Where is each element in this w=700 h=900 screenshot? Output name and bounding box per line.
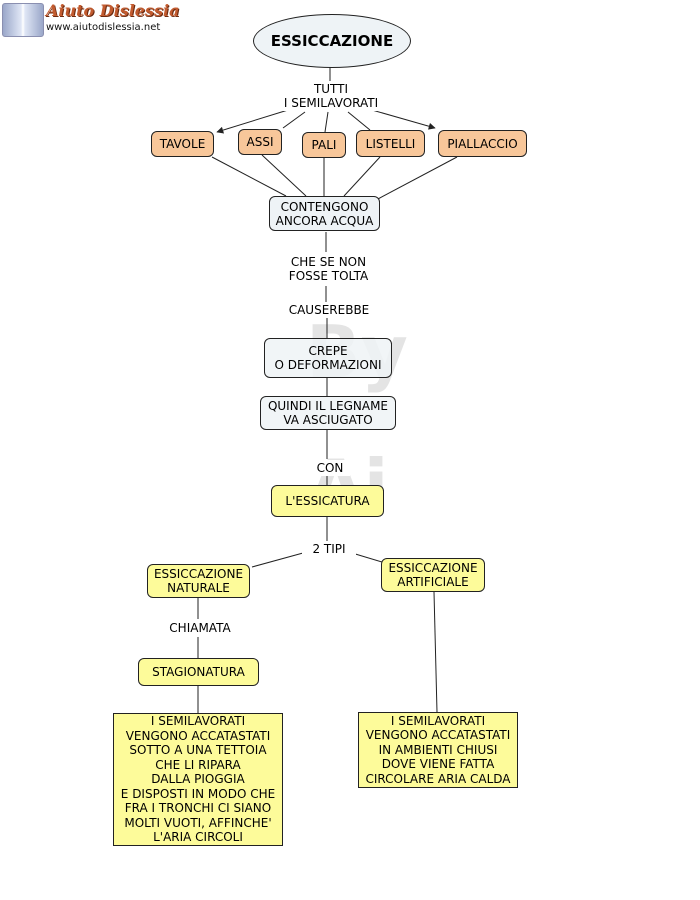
edge-tutti-assi <box>282 111 306 129</box>
edge-artificiale-desc <box>433 591 438 713</box>
title-node: ESSICCAZIONE <box>253 14 411 68</box>
site-logo[interactable]: Aiuto Dislessia www.aiutodislessia.net <box>0 0 179 40</box>
node-pali: PALI <box>302 132 346 158</box>
label-chiamata: CHIAMATA <box>160 620 240 636</box>
edge-tutti-piallaccio <box>371 109 436 130</box>
node-descrizione-artificiale: I SEMILAVORATI VENGONO ACCATASTATI IN AM… <box>358 712 518 788</box>
node-tavole: TAVOLE <box>151 131 214 157</box>
node-descrizione-naturale: I SEMILAVORATI VENGONO ACCATASTATI SOTTO… <box>113 713 283 846</box>
node-listelli: LISTELLI <box>356 130 425 157</box>
logo-title: Aiuto Dislessia <box>46 1 180 20</box>
edge-tavole-contengono <box>211 156 287 197</box>
node-crepe-deformazioni: CREPE O DEFORMAZIONI <box>264 338 392 378</box>
node-stagionatura: STAGIONATURA <box>138 658 259 686</box>
logo-url: www.aiutodislessia.net <box>46 22 161 33</box>
edge-tutti-listelli <box>347 111 371 131</box>
node-essiccazione-artificiale: ESSICCAZIONE ARTIFICIALE <box>381 558 485 592</box>
label-con: CON <box>310 460 350 476</box>
label-che-se-non: CHE SE NON FOSSE TOLTA <box>279 254 378 284</box>
node-essicatura: L'ESSICATURA <box>271 485 384 517</box>
node-assi: ASSI <box>238 129 282 155</box>
label-tutti-semilavorati: TUTTI I SEMILAVORATI <box>274 81 388 111</box>
node-contengono-acqua: CONTENGONO ANCORA ACQUA <box>269 196 380 231</box>
node-legname-asciugato: QUINDI IL LEGNAME VA ASCIUGATO <box>260 396 396 430</box>
edge-listelli-contengono <box>343 156 381 197</box>
edge-piallaccio-contengono <box>375 156 458 201</box>
node-essiccazione-naturale: ESSICCAZIONE NATURALE <box>147 564 250 598</box>
book-icon <box>2 3 44 37</box>
label-2-tipi: 2 TIPI <box>302 541 356 557</box>
edge-2tipi-artificiale <box>351 552 383 563</box>
edge-2tipi-naturale <box>251 552 304 568</box>
node-piallaccio: PIALLACCIO <box>438 130 527 157</box>
edge-assi-contengono <box>261 154 307 197</box>
edge-tutti-tavole <box>216 109 289 134</box>
label-causerebbe: CAUSEREBBE <box>282 302 376 318</box>
edge-tutti-pali <box>324 111 329 133</box>
